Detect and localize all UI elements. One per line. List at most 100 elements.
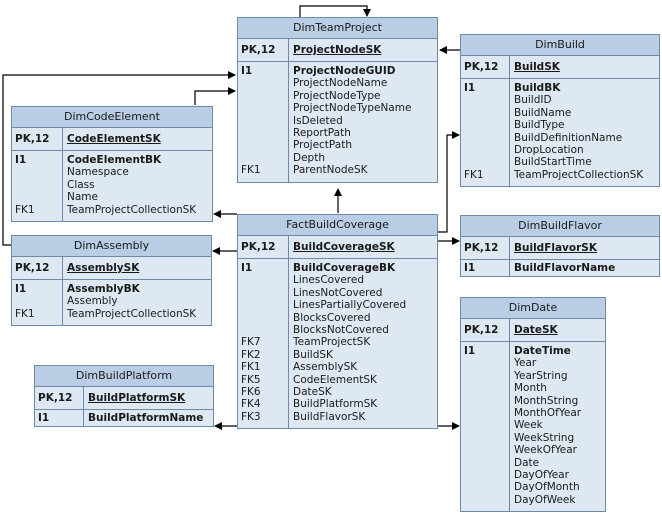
key-label — [241, 324, 291, 336]
attribute: BuildFlavorName — [514, 262, 616, 274]
key-label — [15, 295, 65, 307]
attribute: ProjectNodeGUID — [293, 65, 396, 77]
entity-title: DimBuildPlatform — [35, 366, 213, 387]
pk-label: PK,12 — [38, 392, 73, 404]
attribute: IsDeleted — [293, 114, 343, 127]
pk-column: BuildFlavorSK — [514, 242, 597, 254]
pk-label: PK,12 — [464, 324, 499, 336]
link-fact-build — [438, 131, 460, 233]
attribute: BuildPlatformSK — [293, 398, 378, 411]
attribute: DayOfYear — [514, 468, 569, 481]
attribute: TeamProjectCollectionSK — [67, 203, 197, 216]
entity-title: DimBuild — [461, 35, 659, 56]
attribute: LinesCovered — [293, 274, 364, 287]
attribute: ReportPath — [293, 126, 351, 139]
key-label — [464, 382, 514, 394]
key-label — [464, 144, 514, 156]
key-label: FK2 — [241, 348, 261, 361]
key-column: I1 — [38, 412, 88, 424]
pk-column: BuildSK — [514, 61, 560, 73]
attribute-rows: I1 BuildPlatformName — [35, 410, 213, 427]
key-label — [464, 370, 514, 382]
attribute: Month — [514, 382, 547, 395]
key-label — [464, 494, 514, 506]
key-label: FK3 — [241, 410, 261, 423]
pk-column: BuildPlatformSK — [88, 392, 186, 404]
key-label — [241, 127, 291, 139]
attribute: Name — [67, 191, 98, 204]
key-label: FK1 — [241, 361, 261, 374]
key-label — [241, 287, 291, 299]
key-label — [241, 312, 291, 324]
key-label — [241, 274, 291, 286]
attribute: Date — [514, 456, 540, 469]
pk-column: ProjectNodeSK — [293, 44, 382, 56]
attribute: Week — [514, 419, 543, 432]
attribute: DayOfWeek — [514, 493, 576, 506]
key-label: I1 — [464, 82, 476, 94]
attribute: YearString — [514, 369, 568, 382]
key-label: I1 — [15, 283, 27, 295]
attribute: Class — [67, 178, 95, 191]
key-label — [241, 152, 291, 164]
key-label: FK6 — [241, 385, 261, 398]
attribute: BuildFlavorSK — [293, 410, 366, 423]
entity-title: DimAssembly — [12, 236, 211, 257]
key-column: I1 — [464, 345, 514, 506]
key-label — [241, 115, 291, 127]
key-label — [464, 469, 514, 481]
key-label — [464, 419, 514, 431]
key-label — [464, 357, 514, 369]
attribute: LinesNotCovered — [293, 286, 383, 299]
pk-label: PK,12 — [15, 262, 50, 274]
key-label — [464, 444, 514, 456]
key-label — [241, 299, 291, 311]
entity-title: DimTeamProject — [238, 18, 437, 39]
attribute: BuildName — [514, 106, 572, 119]
key-label: FK5 — [241, 373, 261, 386]
attribute: BuildSK — [293, 348, 333, 361]
key-label — [15, 166, 65, 178]
attribute: Assembly — [67, 295, 118, 308]
attribute: BlocksNotCovered — [293, 323, 389, 336]
key-label — [464, 94, 514, 106]
key-label: I1 — [15, 154, 27, 166]
key-label — [464, 457, 514, 469]
key-label — [241, 139, 291, 151]
key-label: FK1 — [241, 164, 261, 177]
entity-title: DimDate — [461, 298, 605, 319]
attribute: ProjectNodeName — [293, 77, 388, 90]
attribute: BuildStartTime — [514, 156, 592, 169]
pk-label: PK,12 — [241, 44, 276, 56]
attribute: TeamProjectCollectionSK — [67, 307, 197, 320]
entity-title: FactBuildCoverage — [238, 215, 437, 236]
attribute-column: BuildFlavorName — [514, 262, 615, 274]
attribute: BlocksCovered — [293, 311, 371, 324]
key-label: I1 — [38, 412, 50, 424]
attribute: BuildPlatformName — [88, 412, 204, 424]
attribute: ProjectNodeType — [293, 89, 381, 102]
primary-key-row: PK,12 ProjectNodeSK — [238, 39, 437, 62]
attribute: AssemblySK — [293, 361, 358, 374]
